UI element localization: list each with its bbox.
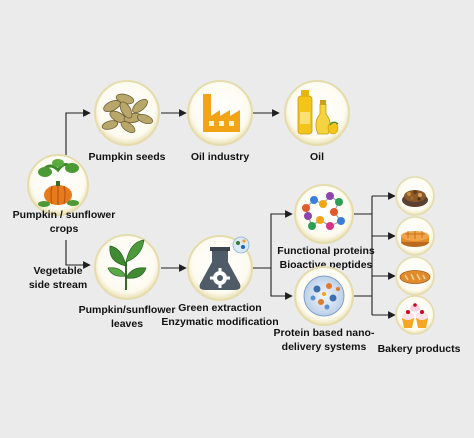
crop-label-line2: crops bbox=[50, 223, 79, 235]
node-nano: Protein based nano- delivery systems bbox=[274, 266, 375, 353]
nano-label-line2: delivery systems bbox=[282, 341, 367, 353]
side-stream-label-line2: side stream bbox=[29, 279, 87, 291]
cupcakes-icon bbox=[402, 303, 428, 328]
seeds-label: Pumpkin seeds bbox=[88, 151, 165, 163]
node-side-stream: Vegetable side stream bbox=[29, 265, 87, 291]
flask-gear-icon bbox=[199, 236, 250, 290]
arrow-crop-to-seeds bbox=[65, 109, 91, 158]
product-pie bbox=[395, 216, 435, 256]
functional-label-line2: Bioactive peptides bbox=[280, 259, 373, 271]
extraction-label-line2: Enzymatic modification bbox=[161, 316, 278, 328]
node-leaves: Pumpkin/sunflower leaves bbox=[79, 234, 176, 330]
seeds-icon bbox=[101, 93, 154, 134]
product-cupcakes bbox=[395, 295, 435, 335]
factory-icon bbox=[203, 94, 240, 132]
bakery-label: Bakery products bbox=[378, 343, 461, 355]
pumpkin-plant-icon bbox=[38, 159, 79, 207]
pie-icon bbox=[401, 231, 429, 247]
leaves-icon bbox=[107, 239, 147, 290]
node-oil-industry: Oil industry bbox=[187, 80, 253, 163]
oil-label: Oil bbox=[310, 151, 324, 163]
product-bread bbox=[395, 256, 435, 296]
bread-icon bbox=[399, 270, 431, 284]
node-extraction: Green extraction Enzymatic modification bbox=[161, 235, 279, 328]
crop-label-line1: Pumpkin / sunflower bbox=[13, 209, 116, 221]
node-functional: Functional proteins Bioactive peptides bbox=[277, 184, 375, 271]
node-crop: Pumpkin / sunflower crops bbox=[13, 154, 116, 235]
extraction-label-line1: Green extraction bbox=[178, 302, 261, 314]
oil-bottles-icon bbox=[297, 90, 339, 135]
arrow-crop-to-side-stream bbox=[65, 240, 91, 269]
node-oil: Oil bbox=[284, 80, 350, 163]
side-stream-label-line1: Vegetable bbox=[33, 265, 82, 277]
leaves-label-line1: Pumpkin/sunflower bbox=[79, 304, 176, 316]
nanoparticle-icon bbox=[303, 275, 345, 317]
node-bakery: Bakery products bbox=[378, 176, 461, 355]
arrow-extraction-to-nano bbox=[270, 268, 293, 300]
arrow-extraction-to-functional bbox=[253, 210, 293, 269]
peptide-molecule-icon bbox=[302, 192, 345, 230]
nano-label-line1: Protein based nano- bbox=[274, 327, 375, 339]
functional-label-line1: Functional proteins bbox=[277, 245, 375, 257]
connectors bbox=[65, 109, 396, 319]
leaves-label-line2: leaves bbox=[111, 318, 143, 330]
node-seeds: Pumpkin seeds bbox=[88, 80, 166, 163]
product-granola bbox=[395, 176, 435, 216]
granola-icon bbox=[402, 190, 428, 207]
oil-industry-label: Oil industry bbox=[191, 151, 250, 163]
